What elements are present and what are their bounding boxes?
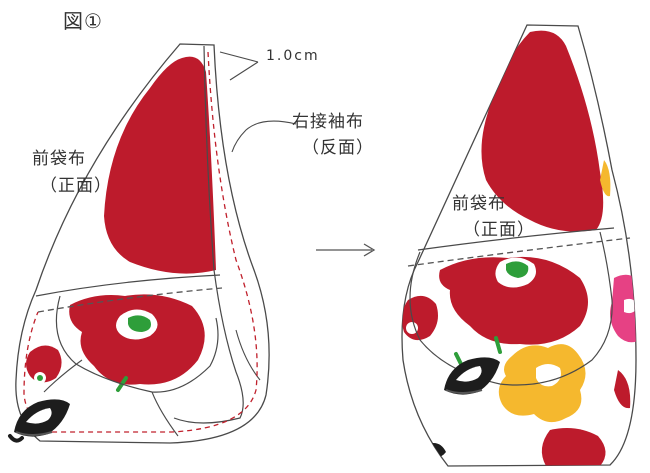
left-pocket-assembly: [15, 43, 270, 444]
red-edge-right: [614, 370, 631, 409]
seam-allowance-label: 1.0cm: [266, 48, 320, 64]
yellow-petal-edge: [600, 160, 611, 197]
right-bag-fabric-label: 右接袖布: [292, 112, 364, 132]
seam-allowance-line-left: [23, 51, 258, 433]
small-leaf-dot-left: [37, 375, 43, 381]
iron-icon: [444, 357, 500, 395]
right-pocket-assembly: [401, 24, 637, 467]
pocket-opening-curve-right: [409, 231, 613, 386]
pocket-opening-curve-left: [55, 295, 219, 393]
right-bag-fabric-side-label: （反面）: [302, 138, 374, 158]
leaf-center-right: [506, 261, 529, 278]
poppy-flower-right-lower: [439, 256, 588, 345]
yellow-flower-center: [536, 364, 561, 387]
stitch-line-gray-right: [407, 237, 631, 267]
bag-cross-seam-left: [35, 274, 221, 297]
arrow-icon: [316, 243, 376, 257]
right-bag-fabric-panel: [173, 45, 244, 424]
left-front-bag-label: 前袋布: [32, 149, 86, 169]
red-flower-right-bottom: [541, 428, 606, 466]
poppy-petal-right-upper: [481, 30, 604, 232]
bag-cross-seam-right: [417, 227, 615, 251]
poppy-petal-left-upper: [104, 56, 216, 274]
small-flower-left-bottom: [26, 345, 62, 383]
small-flower-center-right: [406, 322, 418, 334]
lower-fold-lines-left: [43, 329, 261, 437]
stitch-line-gray-left: [37, 287, 223, 313]
seam-allowance-pointer: [219, 51, 259, 81]
left-front-bag-side-label: （正面）: [40, 176, 112, 196]
iron-icon: [8, 399, 70, 443]
leaf-center-left: [128, 315, 151, 332]
right-bag-pointer: [231, 120, 297, 153]
right-front-bag-side-label: （正面）: [463, 220, 535, 240]
pink-flower-center: [624, 298, 636, 314]
figure-label: 図①: [63, 9, 103, 33]
right-front-bag-label: 前袋布: [452, 194, 506, 214]
